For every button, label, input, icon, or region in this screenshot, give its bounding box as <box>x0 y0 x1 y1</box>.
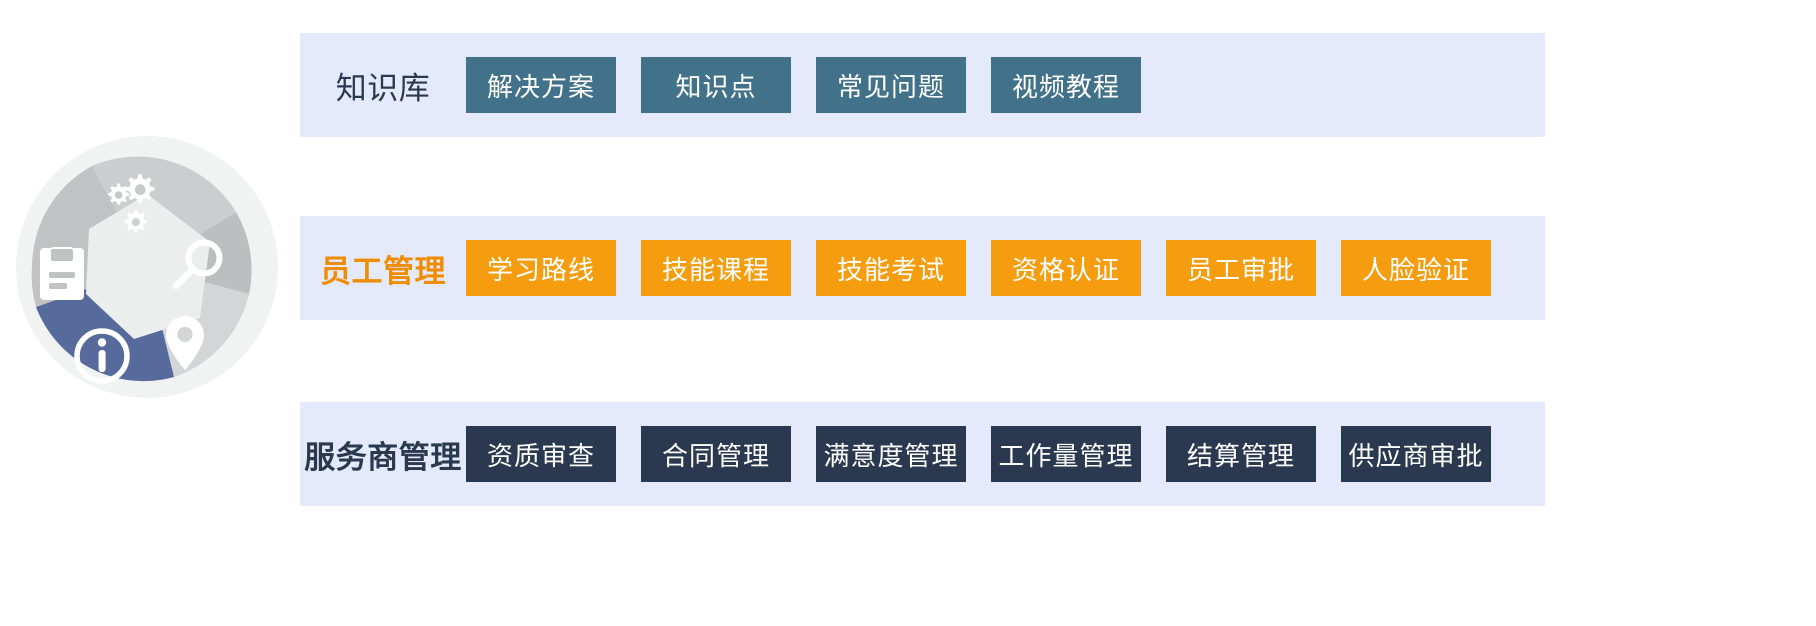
chip-knowledge-2[interactable]: 常见问题 <box>816 57 966 113</box>
chip-vendor-4[interactable]: 结算管理 <box>1166 426 1316 482</box>
floppy-disk-icon <box>40 247 84 300</box>
chip-knowledge-1[interactable]: 知识点 <box>641 57 791 113</box>
chip-staff-4[interactable]: 员工审批 <box>1166 240 1316 296</box>
magnifier-icon <box>172 239 223 290</box>
row-knowledge: 知识库 解决方案 知识点 常见问题 视频教程 <box>300 33 1545 137</box>
row-label-vendor: 服务商管理 <box>304 439 462 475</box>
row-staff: 员工管理 学习路线 技能课程 技能考试 资格认证 员工审批 人脸验证 <box>300 216 1545 320</box>
chip-knowledge-0[interactable]: 解决方案 <box>466 57 616 113</box>
row-label-knowledge: 知识库 <box>335 70 431 106</box>
chip-strip-knowledge: 解决方案 知识点 常见问题 视频教程 <box>466 57 1545 113</box>
chip-vendor-1[interactable]: 合同管理 <box>641 426 791 482</box>
chip-vendor-3[interactable]: 工作量管理 <box>991 426 1141 482</box>
info-circle-icon <box>74 328 130 384</box>
segmented-circle-emblem <box>14 134 280 400</box>
chip-staff-3[interactable]: 资格认证 <box>991 240 1141 296</box>
chip-staff-5[interactable]: 人脸验证 <box>1341 240 1491 296</box>
chip-vendor-5[interactable]: 供应商审批 <box>1341 426 1491 482</box>
row-vendor: 服务商管理 资质审查 合同管理 满意度管理 工作量管理 结算管理 供应商审批 <box>300 402 1545 506</box>
chip-strip-vendor: 资质审查 合同管理 满意度管理 工作量管理 结算管理 供应商审批 <box>466 426 1545 482</box>
row-label-staff: 员工管理 <box>320 253 446 289</box>
gears-icon <box>108 173 155 233</box>
chip-strip-staff: 学习路线 技能课程 技能考试 资格认证 员工审批 人脸验证 <box>466 240 1545 296</box>
map-pin-icon <box>166 316 204 370</box>
emblem-inner-polygon <box>86 194 210 339</box>
chip-knowledge-3[interactable]: 视频教程 <box>991 57 1141 113</box>
chip-staff-0[interactable]: 学习路线 <box>466 240 616 296</box>
chip-staff-1[interactable]: 技能课程 <box>641 240 791 296</box>
chip-vendor-2[interactable]: 满意度管理 <box>816 426 966 482</box>
chip-vendor-0[interactable]: 资质审查 <box>466 426 616 482</box>
chip-staff-2[interactable]: 技能考试 <box>816 240 966 296</box>
